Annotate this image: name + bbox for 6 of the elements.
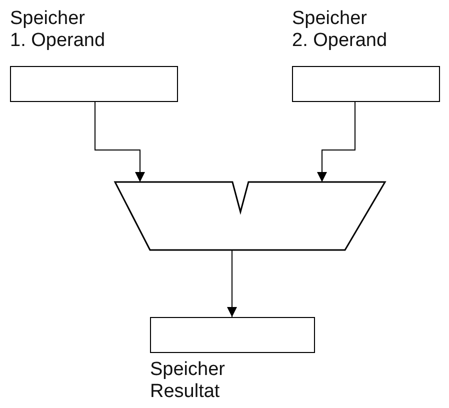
arrow [227,250,237,318]
register-label: Speicher Resultat [150,359,226,403]
register-label: Speicher 1. Operand [10,8,106,52]
arrow [317,102,356,182]
register-label: Speicher 2. Operand [292,8,388,52]
arrow [94,102,145,182]
